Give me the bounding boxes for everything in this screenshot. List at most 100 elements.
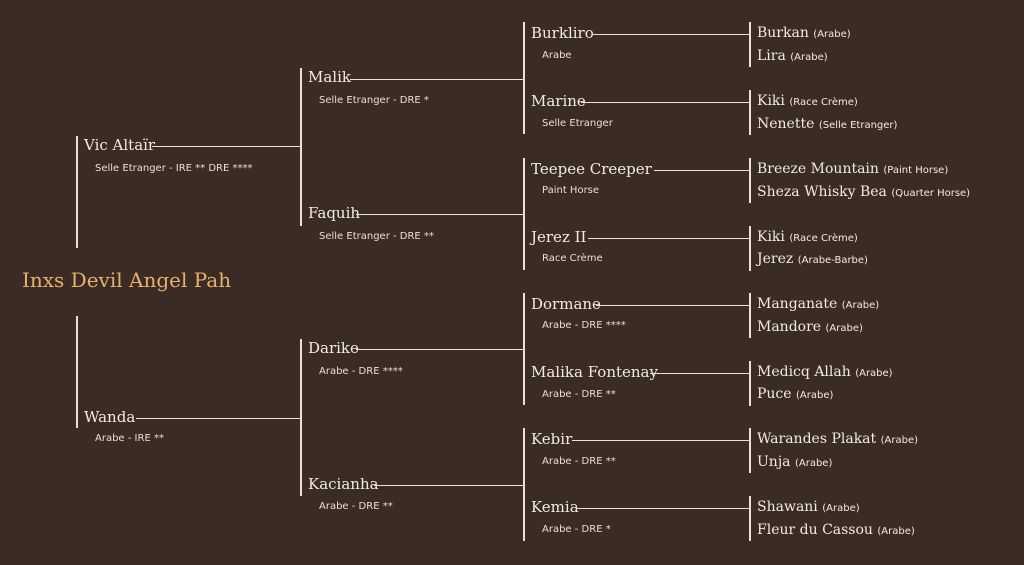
great-grandparent-connector-line (592, 34, 750, 35)
gg-grandparent-name: Kiki (757, 229, 785, 245)
gg-grandparent-entry: Puce (Arabe) (757, 386, 833, 404)
gg-grandparent-breed: (Arabe) (877, 526, 915, 537)
gg-grandparent-breed: (Arabe) (790, 52, 828, 63)
great-grandparent-name: Kebir (531, 430, 573, 448)
parent-connector-line (152, 146, 300, 147)
gg-grandparent-breed: (Arabe) (794, 458, 833, 469)
gg-grandparent-breed: (Arabe-Barbe) (797, 255, 868, 266)
great-grandparent-name: Kemia (531, 498, 579, 516)
great-grandparent-connector-line (572, 440, 750, 441)
gg-grandparent-entry: Breeze Mountain (Paint Horse) (757, 161, 948, 179)
gg-grandparent-entry: Nenette (Selle Etranger) (757, 116, 897, 134)
grandparent-name: Darike (308, 339, 359, 357)
grandparent-bracket (300, 68, 302, 226)
gg-grandparent-name: Nenette (757, 116, 815, 132)
gg-grandparent-entry: Mandore (Arabe) (757, 319, 863, 337)
great-grandparent-name: Jerez II (531, 228, 587, 246)
great-grandparent-details: Race Crème (542, 253, 603, 264)
gg-grandparent-breed: (Arabe) (813, 29, 851, 40)
great-grandparent-details: Arabe - DRE ** (542, 456, 616, 467)
grandparent-name: Faquih (308, 204, 361, 222)
parent-details: Selle Etranger - IRE ** DRE **** (95, 163, 253, 174)
grandparent-connector-line (374, 485, 524, 486)
gg-grandparent-entry: Unja (Arabe) (757, 454, 832, 472)
gg-grandparent-bracket (749, 226, 751, 271)
grandparent-name: Malik (308, 68, 351, 86)
gg-grandparent-entry: Kiki (Race Crème) (757, 229, 858, 247)
great-grandparent-connector-line (650, 373, 750, 374)
gg-grandparent-breed: (Race Crème) (789, 233, 858, 244)
gg-grandparent-breed: (Arabe) (880, 435, 919, 446)
grandparent-connector-line (356, 349, 524, 350)
grandparent-details: Arabe - DRE **** (319, 366, 403, 377)
great-grandparent-name: Dormane (531, 295, 601, 313)
grandparent-name: Kacianha (308, 475, 379, 493)
great-grandparent-details: Arabe - DRE ** (542, 389, 616, 400)
gg-grandparent-name: Mandore (757, 319, 822, 335)
gg-grandparent-name: Medicq Allah (757, 364, 851, 380)
gg-grandparent-bracket (749, 496, 751, 541)
gg-grandparent-entry: Sheza Whisky Bea (Quarter Horse) (757, 184, 970, 202)
gg-grandparent-breed: (Race Crème) (789, 97, 858, 108)
gg-grandparent-entry: Lira (Arabe) (757, 48, 828, 66)
great-grandparent-name: Marine (531, 92, 586, 110)
gg-grandparent-name: Sheza Whisky Bea (757, 184, 887, 200)
great-grandparent-details: Arabe - DRE **** (542, 320, 626, 331)
gg-grandparent-bracket (749, 158, 751, 203)
gg-grandparent-entry: Shawani (Arabe) (757, 499, 860, 517)
parent-connector-line (136, 418, 300, 419)
gg-grandparent-entry: Fleur du Cassou (Arabe) (757, 522, 915, 540)
great-grandparent-connector-line (576, 508, 750, 509)
gg-grandparent-bracket (749, 293, 751, 338)
gg-grandparent-breed: (Arabe) (825, 323, 863, 334)
gg-grandparent-entry: Jerez (Arabe-Barbe) (757, 251, 868, 269)
gg-grandparent-entry: Warandes Plakat (Arabe) (757, 431, 918, 449)
gg-grandparent-breed: (Arabe) (822, 503, 860, 514)
great-grandparent-connector-line (581, 102, 750, 103)
gg-grandparent-bracket (749, 22, 751, 67)
subject-horse-name: Inxs Devil Angel Pah (22, 268, 232, 292)
grandparent-details: Selle Etranger - DRE ** (319, 231, 434, 242)
great-grandparent-name: Burkliro (531, 24, 594, 42)
gg-grandparent-name: Puce (757, 386, 792, 402)
gg-grandparent-name: Breeze Mountain (757, 161, 879, 177)
gg-grandparent-name: Shawani (757, 499, 818, 515)
great-grandparent-details: Paint Horse (542, 185, 600, 196)
great-grandparent-bracket (523, 158, 525, 270)
great-grandparent-details: Selle Etranger (542, 118, 613, 129)
gg-grandparent-breed: (Selle Etranger) (818, 120, 898, 131)
gg-grandparent-breed: (Paint Horse) (883, 165, 949, 176)
parent-details: Arabe - IRE ** (95, 433, 164, 444)
great-grandparent-name: Teepee Creeper (531, 160, 652, 178)
subject-bracket-bottom (76, 316, 78, 428)
parent-name: Wanda (84, 408, 136, 426)
gg-grandparent-name: Warandes Plakat (757, 431, 877, 447)
gg-grandparent-breed: (Quarter Horse) (891, 188, 971, 199)
gg-grandparent-entry: Manganate (Arabe) (757, 296, 879, 314)
great-grandparent-connector-line (654, 170, 750, 171)
parent-name: Vic Altaïr (84, 136, 156, 154)
gg-grandparent-bracket (749, 361, 751, 406)
grandparent-details: Arabe - DRE ** (319, 501, 393, 512)
gg-grandparent-breed: (Arabe) (855, 368, 893, 379)
subject-bracket-top (76, 136, 78, 248)
great-grandparent-details: Arabe - DRE * (542, 524, 611, 535)
great-grandparent-connector-line (588, 238, 750, 239)
gg-grandparent-name: Lira (757, 48, 786, 64)
gg-grandparent-name: Kiki (757, 93, 785, 109)
gg-grandparent-entry: Kiki (Race Crème) (757, 93, 858, 111)
grandparent-bracket (300, 339, 302, 496)
gg-grandparent-name: Fleur du Cassou (757, 522, 873, 538)
gg-grandparent-breed: (Arabe) (796, 390, 834, 401)
great-grandparent-bracket (523, 428, 525, 541)
gg-grandparent-breed: (Arabe) (841, 300, 880, 311)
great-grandparent-bracket (523, 22, 525, 134)
gg-grandparent-name: Burkan (757, 25, 809, 41)
gg-grandparent-name: Manganate (757, 296, 838, 312)
great-grandparent-bracket (523, 293, 525, 405)
great-grandparent-details: Arabe (542, 50, 572, 61)
gg-grandparent-entry: Medicq Allah (Arabe) (757, 364, 893, 382)
gg-grandparent-name: Jerez (757, 251, 794, 267)
gg-grandparent-name: Unja (757, 454, 791, 470)
